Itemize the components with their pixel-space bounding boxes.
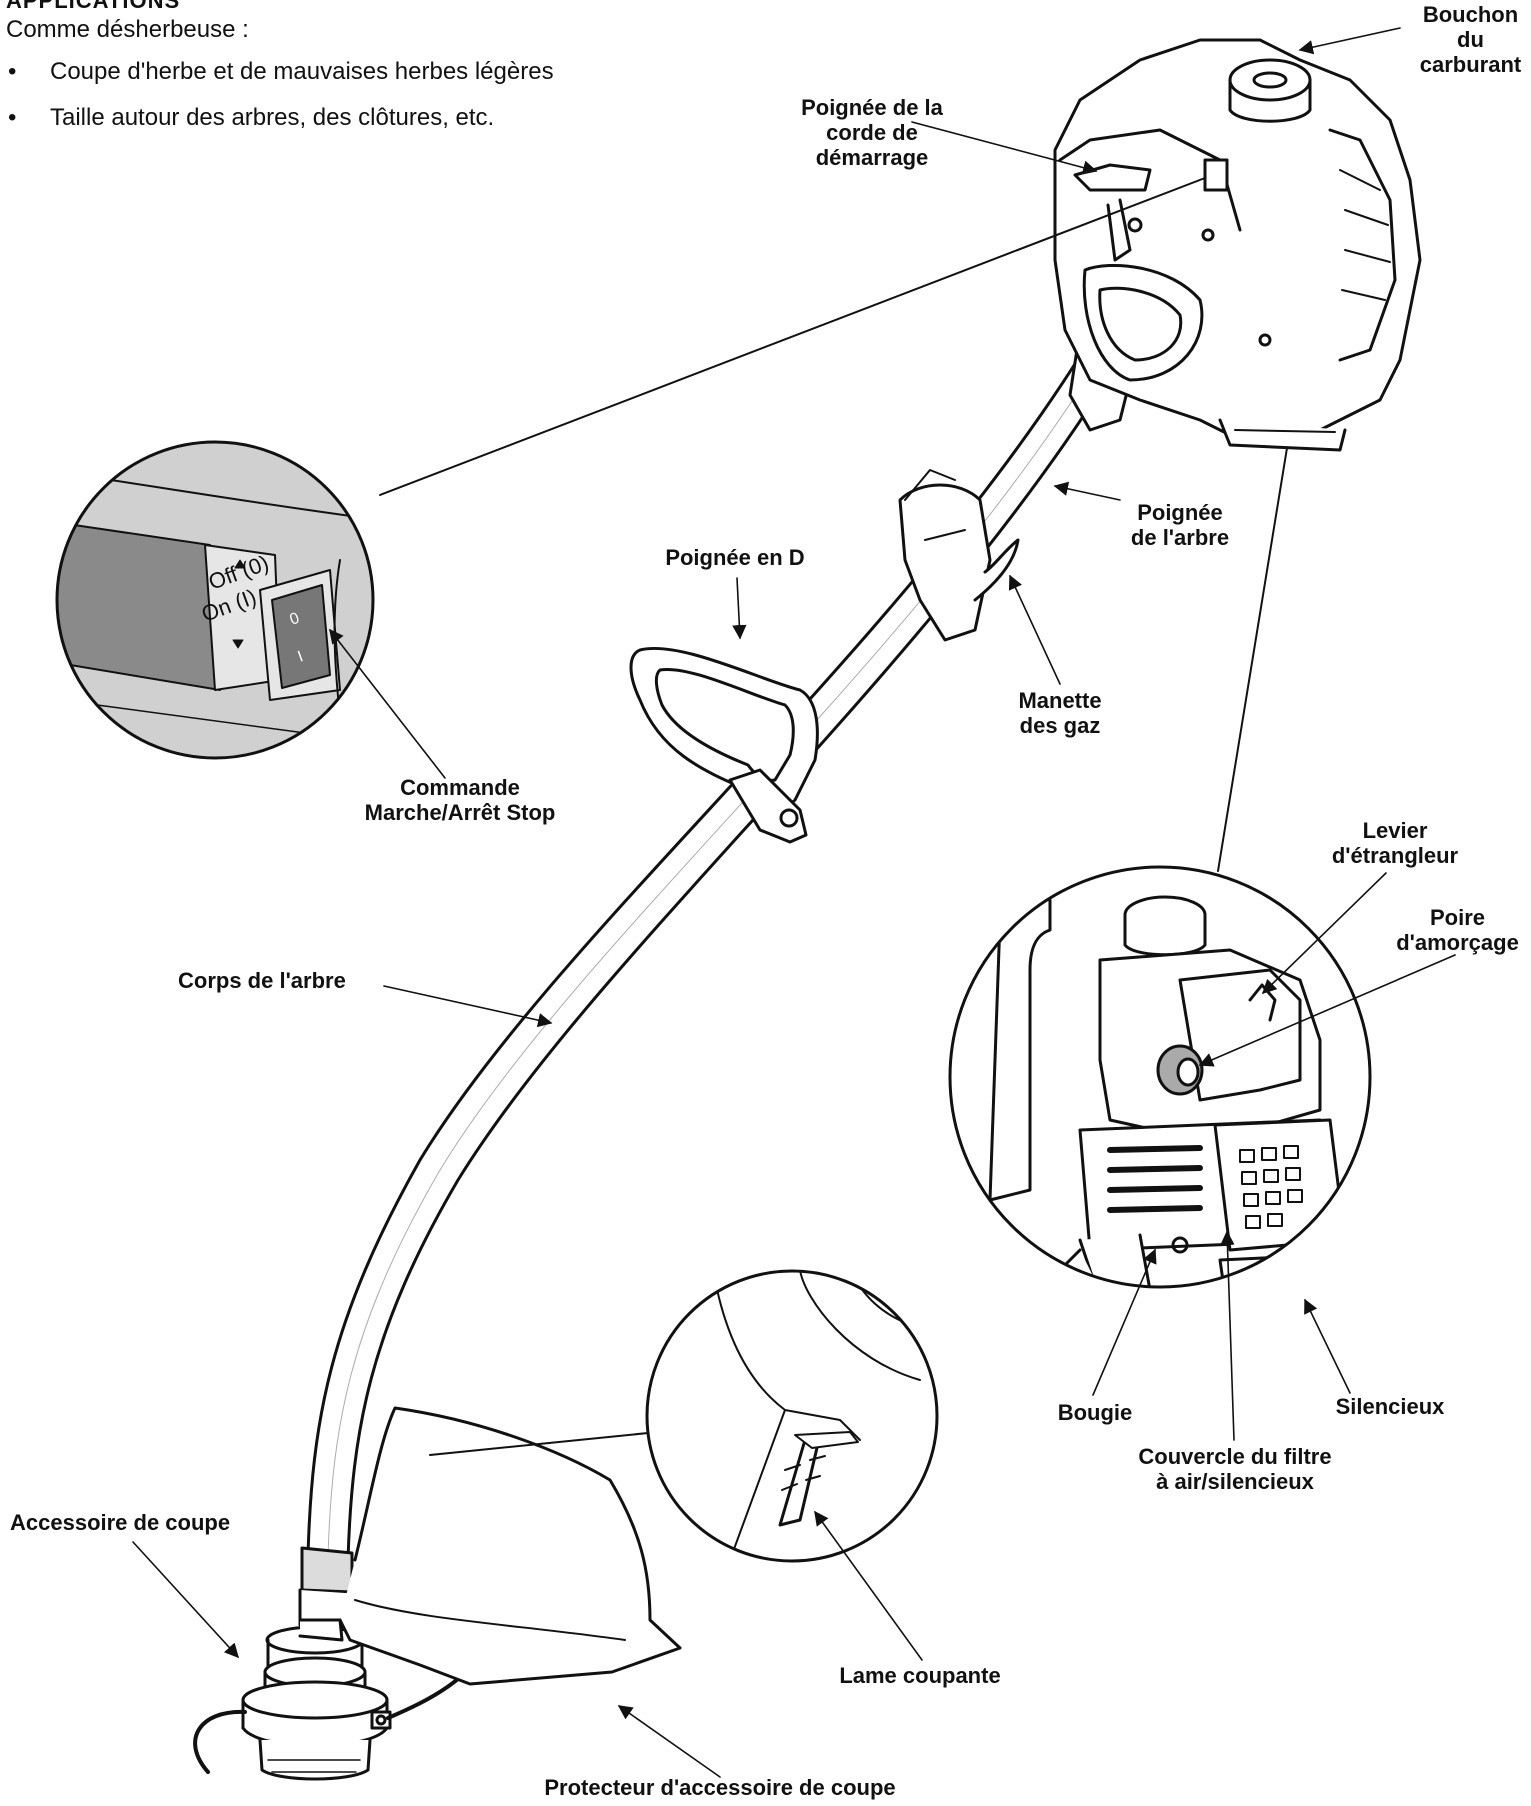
cutting-guard [298,1406,682,1686]
engine [1053,38,1422,452]
leader-muffler [1304,1298,1351,1394]
leader-fuel-cap [1298,27,1401,55]
leader-spark-plug [1092,1248,1157,1396]
leader-switch [329,628,446,779]
leader-shaft-handle [1053,481,1121,501]
blade-detail [429,1269,939,1563]
list-item: Taille autour des arbres, des clôtures, … [6,104,706,132]
applications-intro: Comme désherbeuse : [6,16,249,43]
leader-cutting-blade [814,1510,923,1661]
applications-list: Coupe d'herbe et de mauvaises herbes lég… [6,58,706,132]
label-guard: Protecteur d'accessoire de coupe [544,1775,896,1800]
leader-guard [617,1705,721,1778]
label-shaft-body: Corps de l'arbre [178,968,346,993]
shaft-body [306,338,1120,1562]
leader-throttle [1008,574,1061,685]
shaft-ferrule [300,1546,354,1594]
label-d-handle: Poignée en D [665,545,805,570]
leader-air-filter [1220,1230,1235,1441]
leader-d-handle [732,577,747,640]
switch-detail [55,177,1206,760]
leader-primer [1198,954,1456,1067]
list-item: Coupe d'herbe et de mauvaises herbes lég… [6,58,706,86]
d-handle [629,647,819,844]
label-cutting-attachment: Accessoire de coupe [10,1510,231,1535]
applications-heading: APPLICATIONS [6,0,181,13]
label-spark-plug: Bougie [1057,1400,1133,1425]
switch-one-mark: I [296,648,306,665]
label-cutting-blade: Lame coupante [839,1663,1001,1688]
leader-cutting-attachment [132,1541,239,1659]
leader-starter-grip [911,121,1098,175]
label-muffler: Silencieux [1335,1394,1445,1419]
applications-section: APPLICATIONS Comme désherbeuse : Coupe d… [6,0,706,150]
leader-choke [1261,872,1387,995]
leader-shaft-body [383,985,553,1028]
